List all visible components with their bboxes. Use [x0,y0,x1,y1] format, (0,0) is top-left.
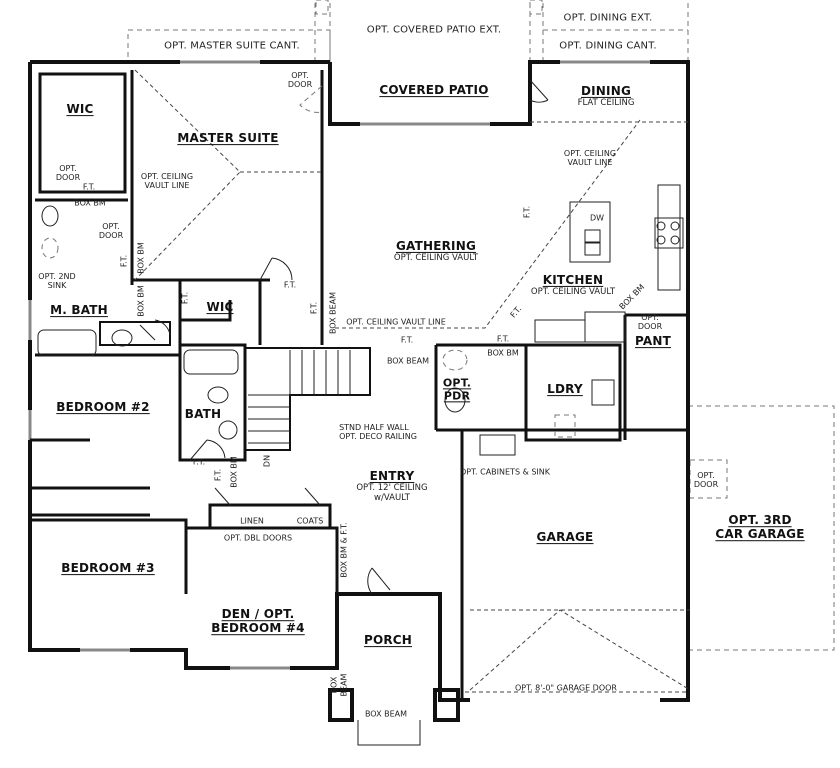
room-gathering-name: GATHERING [395,238,477,253]
room-third-car-garage-line2: CAR GARAGE [715,527,805,541]
room-gathering-sub: OPT. CEILING VAULT [393,253,479,264]
note-ft-bath-vertical: F.T. [213,468,223,482]
room-entry-sub1: OPT. 12' CEILING [356,483,428,494]
note-opt-ceiling-vault-line: OPT. CEILING VAULT LINE [346,317,446,327]
note-box-porch: BOX [329,676,339,694]
room-den-line2: BEDROOM #4 [211,621,305,635]
note-ft-hall: F.T. [283,280,297,290]
note-ft-wic: F.T. [82,182,96,192]
note-ft-bath: F.T. [192,457,206,467]
note-ft-wic2: F.T. [180,291,190,305]
room-m-bath: M. BATH [50,303,108,318]
room-den-line1: DEN / OPT. [221,607,295,622]
opt-dining-ext-label: OPT. DINING EXT. [563,12,653,24]
note-box-beam-stairs: BOX BEAM [386,356,430,366]
room-dining-sub: FLAT CEILING [577,98,635,109]
room-opt-pdr: OPT. PDR [442,376,472,402]
interior-walls [30,70,688,700]
room-porch: PORCH [363,633,413,648]
note-box-bm-vertical-1: BOX BM [136,242,146,274]
note-ft-master-bath: F.T. [119,254,129,268]
room-dining-name: DINING [580,83,632,98]
note-linen: LINEN [240,516,264,526]
room-kitchen-sub: OPT. CEILING VAULT [530,287,616,298]
room-entry: ENTRY OPT. 12' CEILING w/VAULT [356,466,427,504]
ceiling-vault-lines [134,69,691,693]
room-garage: GARAGE [536,530,594,545]
room-kitchen: KITCHEN OPT. CEILING VAULT [531,270,615,298]
note-ft-stairs: F.T. [400,335,414,345]
note-opt-door-master: OPT.DOOR [287,70,313,89]
room-entry-name: ENTRY [369,469,415,484]
note-opt-door-wic: OPT.DOOR [55,163,81,182]
room-wic-master: WIC [66,102,94,117]
note-box-bm-kitchen: BOX BM [487,348,519,358]
room-bedroom-2: BEDROOM #2 [56,400,150,415]
room-kitchen-name: KITCHEN [542,272,604,287]
note-dishwasher: DW [589,213,605,223]
note-box-bm-bath: BOX BM [229,456,239,488]
room-bedroom-3: BEDROOM #3 [61,561,155,576]
staircase [248,350,351,444]
kitchen-island [534,184,684,343]
note-box-beam-vertical: BOX BEAM [328,291,338,335]
room-wic-2: WIC [206,300,234,315]
note-box-bm-ft: BOX BM & F.T. [339,522,349,578]
room-bath: BATH [184,407,222,422]
note-box-beam-porch: BOX BEAM [364,709,408,719]
room-den: DEN / OPT. BEDROOM #4 [211,607,305,636]
note-box-bm-wic: BOX BM [74,198,106,208]
note-stairs-down: DN [262,454,272,468]
room-gathering: GATHERING OPT. CEILING VAULT [394,236,478,264]
note-opt-door-pantry: OPT.DOOR [637,312,663,331]
note-opt-door-3rd-garage: OPT.DOOR [693,470,719,489]
door-swings [139,79,549,595]
note-beam-porch: BEAM [339,673,349,697]
room-covered-patio: COVERED PATIO [379,83,489,98]
opt-dining-cant-label: OPT. DINING CANT. [559,40,657,52]
note-opt-cabinets-sink: OPT. CABINETS & SINK [459,467,551,477]
note-box-bm-vertical-2: BOX BM [136,285,146,317]
note-ft-hall-vertical: F.T. [309,301,319,315]
note-ft-gathering: F.T. [522,205,532,219]
room-master-suite: MASTER SUITE [177,131,279,146]
note-opt-door-bath: OPT.DOOR [98,221,124,240]
note-garage-door: OPT. 8'-0" GARAGE DOOR [515,683,617,693]
room-laundry: LDRY [547,382,583,397]
note-opt-dbl-doors: OPT. DBL DOORS [223,533,293,543]
room-entry-sub2: w/VAULT [374,493,410,504]
room-dining: DINING FLAT CEILING [578,81,635,109]
exterior-walls [28,60,690,746]
note-ft-kitchen: F.T. [496,334,510,344]
opt-covered-patio-ext-label: OPT. COVERED PATIO EXT. [366,24,502,36]
note-coats: COATS [296,516,324,526]
room-pantry: PANT [634,334,672,349]
plumbing-fixtures [37,205,615,456]
room-third-car-garage: OPT. 3RD CAR GARAGE [715,513,805,542]
room-third-car-garage-line1: OPT. 3RD [728,513,792,528]
opt-master-suite-cant-label: OPT. MASTER SUITE CANT. [164,40,300,52]
